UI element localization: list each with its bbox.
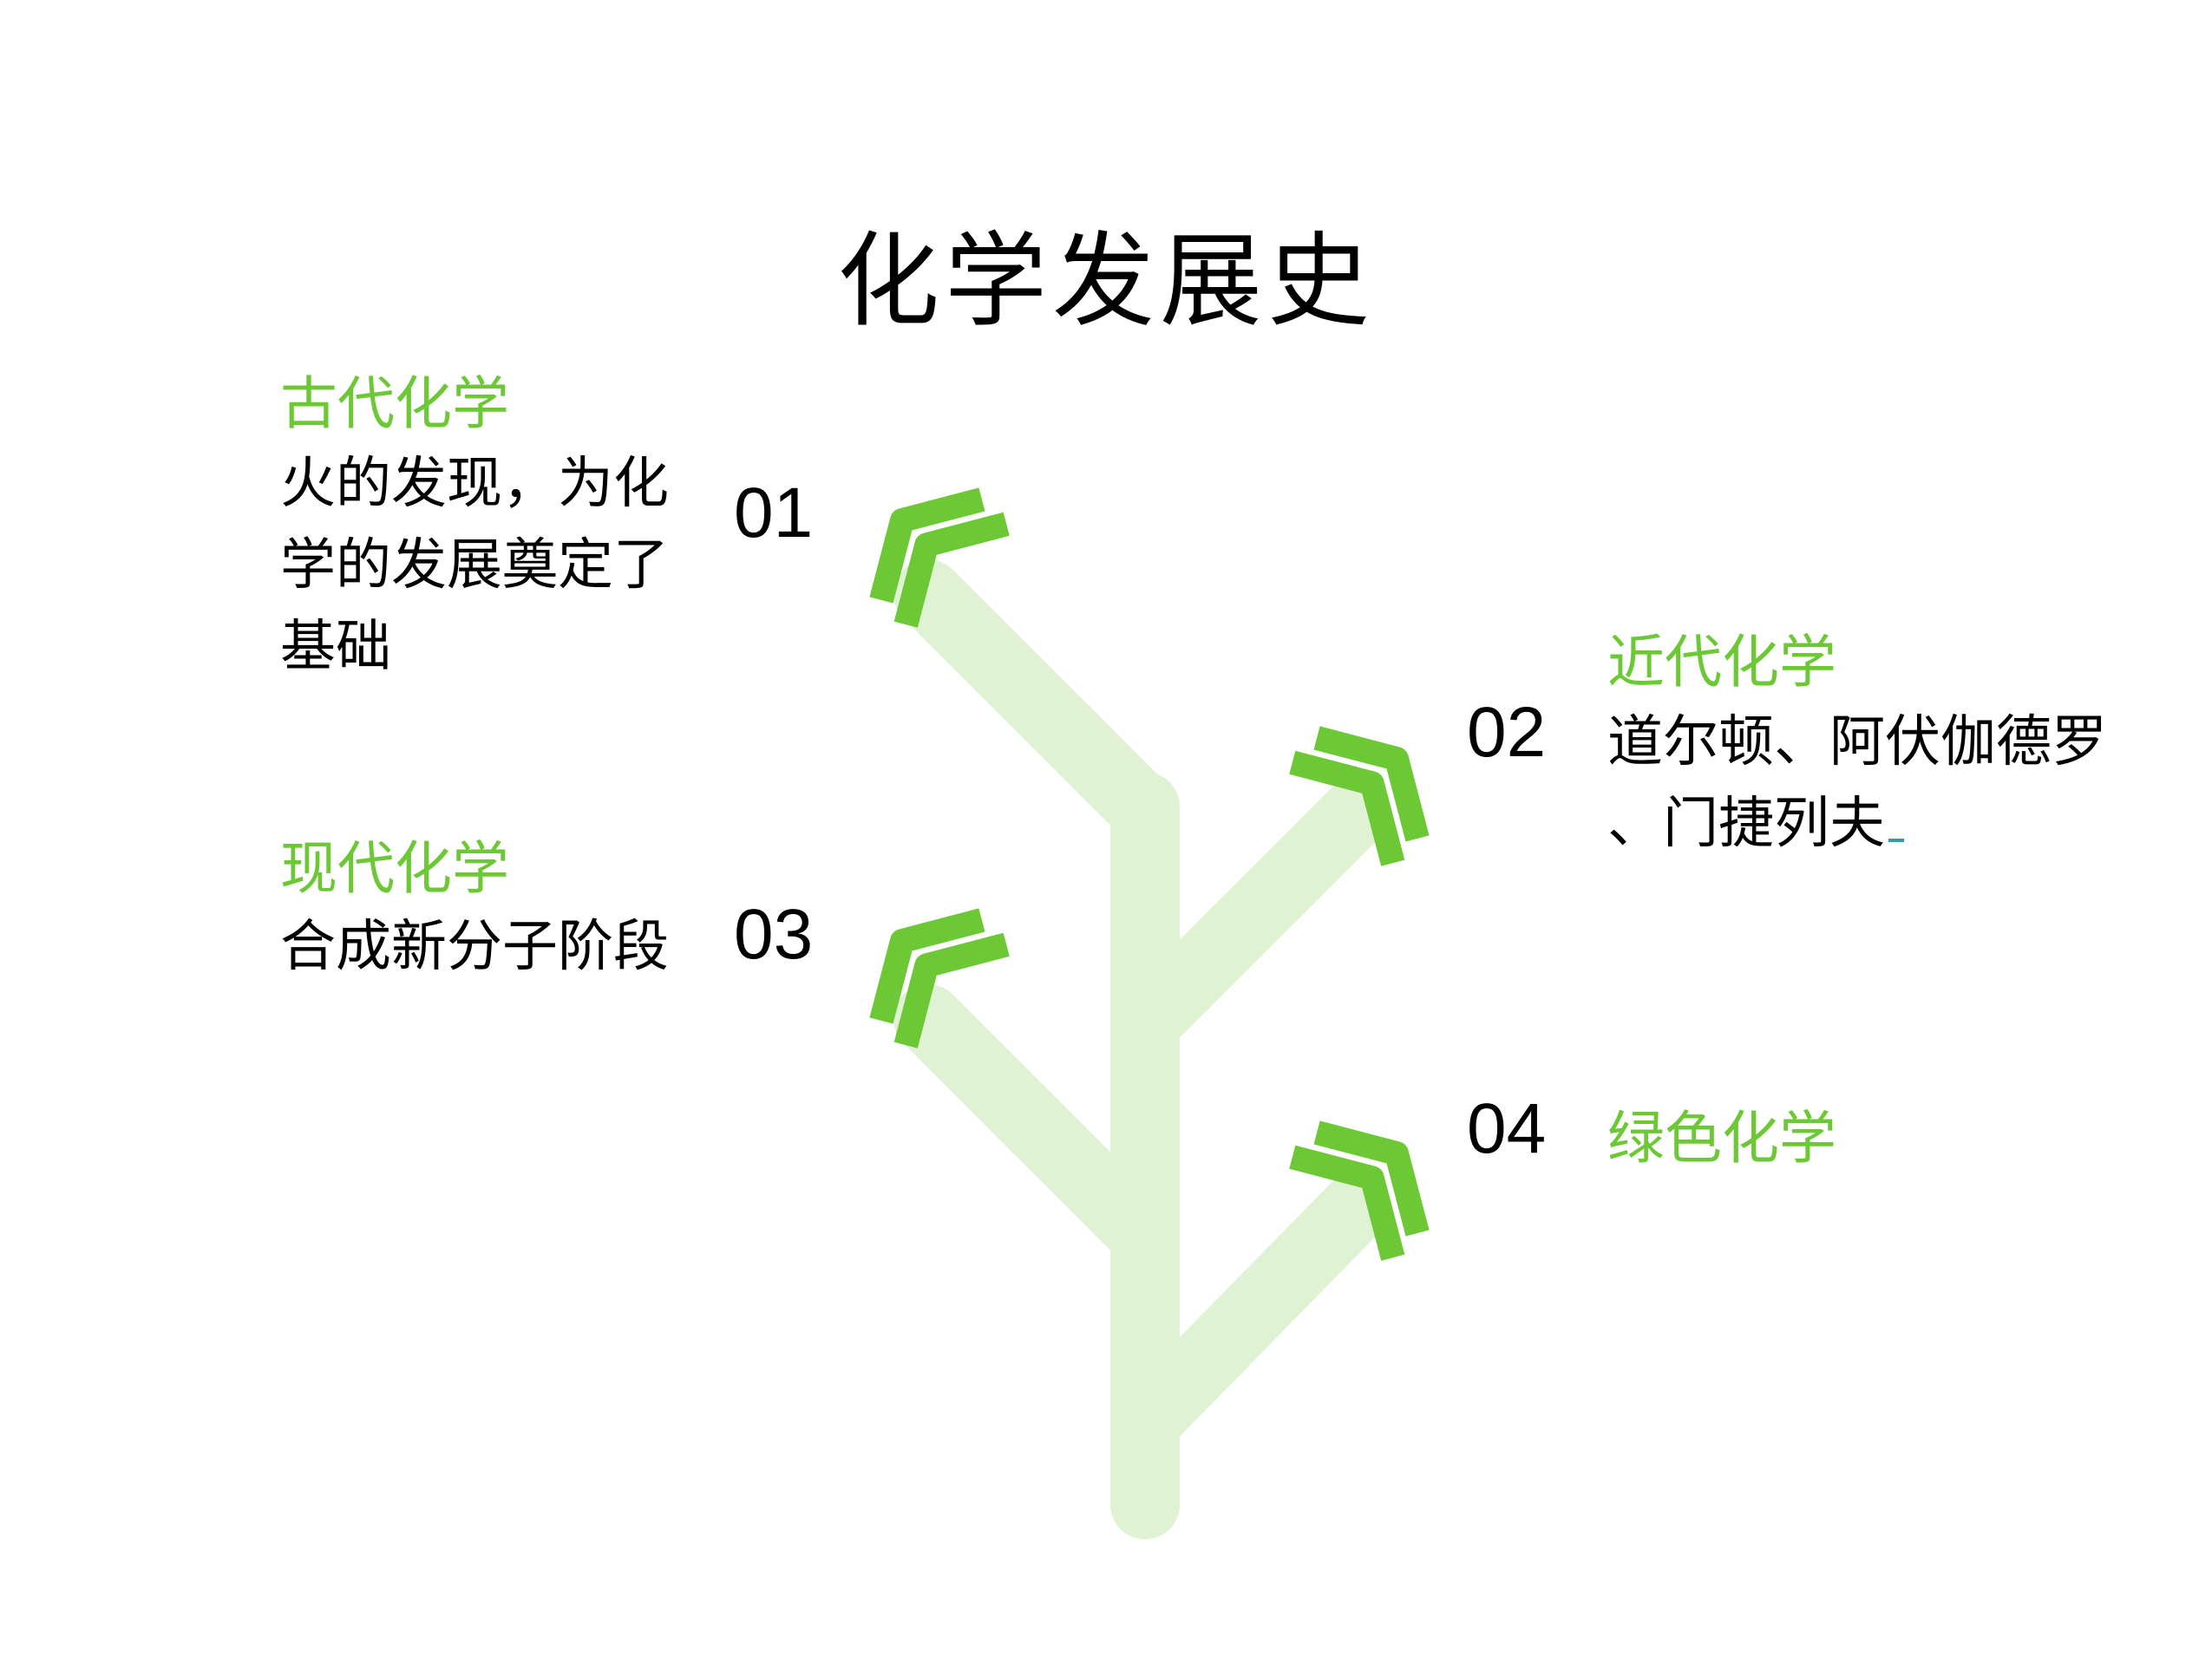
chevron-04-band-2 [1289,1145,1405,1261]
stage-02-number: 02 [1467,693,1547,772]
stage-03-number: 03 [734,895,814,974]
page-title: 化学发展史 [836,221,1375,341]
chevron-02 [1289,726,1430,866]
branch-02 [1110,781,1388,1058]
stage-01-description: 火的发现，为化 学的发展奠定了 基础 [280,452,669,679]
chevron-04-band-1 [1313,1120,1430,1237]
stage-01-heading: 古代化学 [280,370,509,437]
stage-04-number: 04 [1467,1089,1547,1168]
chevron-03-band-1 [869,908,985,1024]
text-cursor-mark [1888,839,1904,842]
tree-branches [893,559,1388,1539]
chevron-01-band-1 [869,487,985,604]
chevron-markers [869,487,1430,1261]
stage-01-number: 01 [734,474,814,552]
chevron-02-band-2 [1289,750,1405,866]
chevron-03 [869,908,1010,1048]
branch-03 [893,984,1180,1270]
chevron-03-band-2 [893,932,1010,1048]
branch-04 [1110,1175,1388,1457]
chevron-01 [869,487,1010,628]
chevron-04 [1289,1120,1430,1261]
chevron-01-band-2 [893,512,1010,628]
stage-02-description-text: 道尔顿、阿伏伽德罗 、门捷列夫 [1607,710,2107,856]
stage-03-heading: 现代化学 [280,835,509,902]
branch-01 [893,559,1180,846]
chevron-02-band-1 [1313,726,1430,842]
stage-02-heading: 近代化学 [1607,629,1836,696]
stage-04-heading: 绿色化学 [1607,1105,1836,1172]
stage-03-description: 合成新分子阶段 [280,915,669,979]
stage-02-description: 道尔顿、阿伏伽德罗 、门捷列夫 [1607,702,2128,865]
